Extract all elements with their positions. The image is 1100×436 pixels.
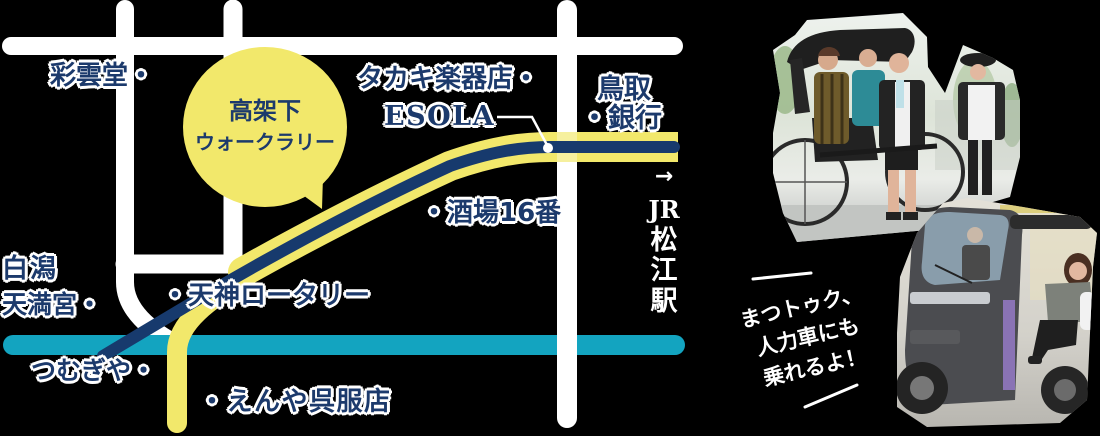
tuktuk-photo	[897, 198, 1097, 427]
label-esola: ESOLA	[384, 101, 496, 132]
walk-route	[97, 132, 680, 433]
label-tottori-bank-line1: 鳥取	[597, 74, 651, 105]
label-takaki-music: タカキ楽器店・	[357, 64, 540, 94]
route-yellow-branch	[167, 268, 255, 433]
label-enya-kimono: ・えんや呉服店	[199, 387, 392, 417]
station-name-char: 江	[650, 255, 678, 286]
label-shirakata-tenmangu-line2: 天満宮・	[2, 290, 103, 319]
esola-pointer-line	[497, 115, 549, 146]
arrow-right-icon: →	[654, 164, 674, 189]
bubble-title-line2: ウォークラリー	[195, 130, 335, 154]
station-line-label: JR	[648, 195, 680, 224]
route-navy-line	[97, 141, 680, 362]
speech-bubble	[183, 47, 347, 209]
station-name-char: 駅	[650, 286, 678, 317]
label-saiundo: 彩雲堂・	[50, 61, 155, 91]
bubble-title-line1: 高架下	[229, 97, 301, 125]
label-tsumugiya: つむぎや・	[31, 356, 157, 385]
label-tottori-bank-line2: ・銀行	[581, 103, 662, 134]
station-name-char: 松	[650, 225, 678, 256]
esola-pointer-dot	[543, 143, 553, 153]
caption-line-bottom	[803, 383, 859, 409]
label-shirakata-tenmangu-line1: 白潟	[2, 254, 59, 284]
bubble-title: 高架下 ウォークラリー	[183, 97, 347, 155]
label-sakaba-16ban: ・酒場16番	[421, 198, 562, 228]
label-tenjin-rotary: ・天神ロータリー	[162, 281, 371, 311]
caption-line-top	[751, 271, 813, 281]
